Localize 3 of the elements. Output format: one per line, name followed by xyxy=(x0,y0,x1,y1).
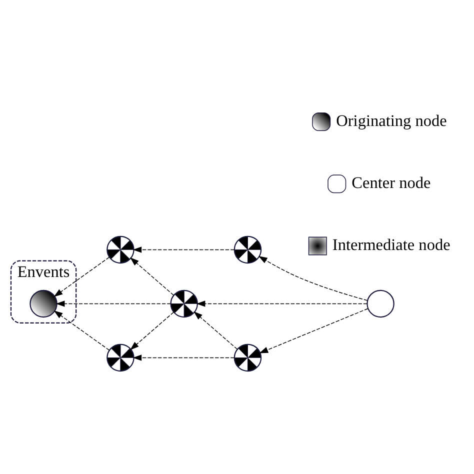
legend-label: Center node xyxy=(352,174,431,192)
legend-label: Intermediate node xyxy=(332,236,450,254)
legend-label: Originating node xyxy=(336,111,447,130)
